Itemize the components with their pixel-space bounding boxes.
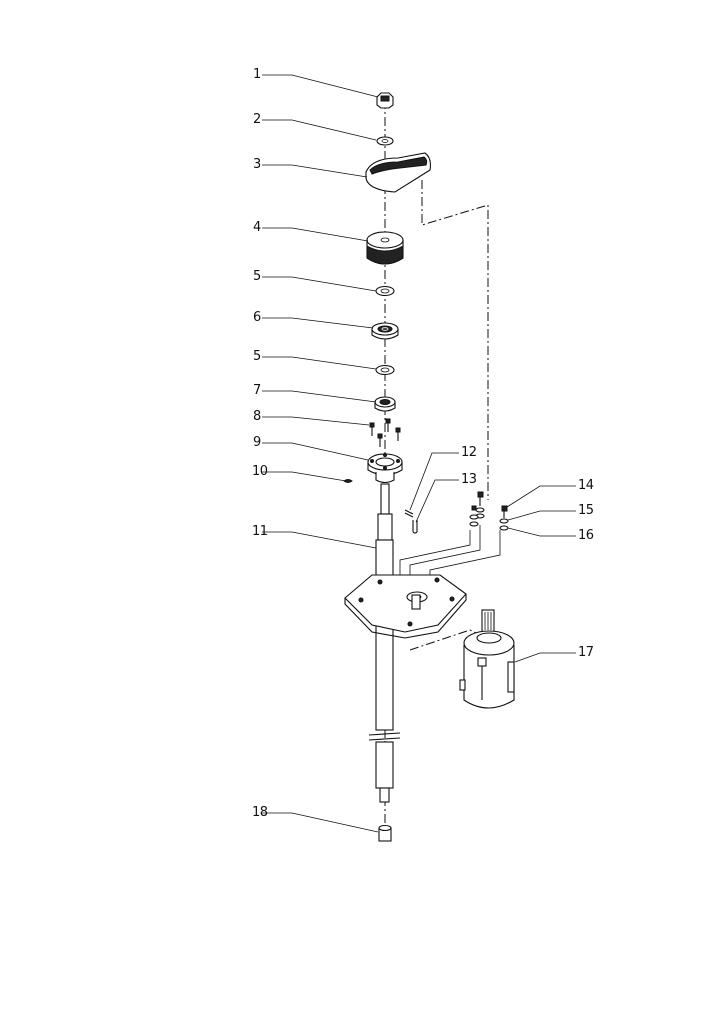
callout-8: 8 [253,409,261,424]
callout-13: 13 [461,472,477,487]
callout-7: 7 [253,383,261,398]
callout-6: 6 [253,310,261,325]
callout-14: 14 [578,478,594,493]
part-spacer-upper [375,285,395,297]
part-bearing-housing [374,396,396,412]
part-belt [365,152,431,193]
belt-routing-line [421,180,489,500]
part-shaft [368,483,401,803]
part-mounting-plate [344,525,501,639]
part-pins [404,509,418,534]
part-key [343,479,353,483]
leader-lines [262,74,576,833]
callout-10: 10 [252,464,268,479]
part-washer [376,136,394,146]
part-bolts-washers [469,491,509,531]
part-nut [376,92,394,109]
callout-15: 15 [578,503,594,518]
part-spacer-lower [375,364,395,376]
part-bearing [371,322,399,340]
callout-9: 9 [253,435,261,450]
part-bushing [378,824,392,842]
callout-17: 17 [578,645,594,660]
callout-11: 11 [252,524,268,539]
callout-2: 2 [253,112,261,127]
part-screws [369,418,401,447]
part-flange [367,453,403,484]
part-pulley [366,231,404,265]
callout-5-upper: 5 [253,269,261,284]
part-motor [459,609,515,709]
callout-3: 3 [253,157,261,172]
callout-1: 1 [253,67,261,82]
callout-16: 16 [578,528,594,543]
motor-routing-line [409,629,491,651]
callout-5-lower: 5 [253,349,261,364]
callout-4: 4 [253,220,261,235]
callout-12: 12 [461,445,477,460]
callout-18: 18 [252,805,268,820]
